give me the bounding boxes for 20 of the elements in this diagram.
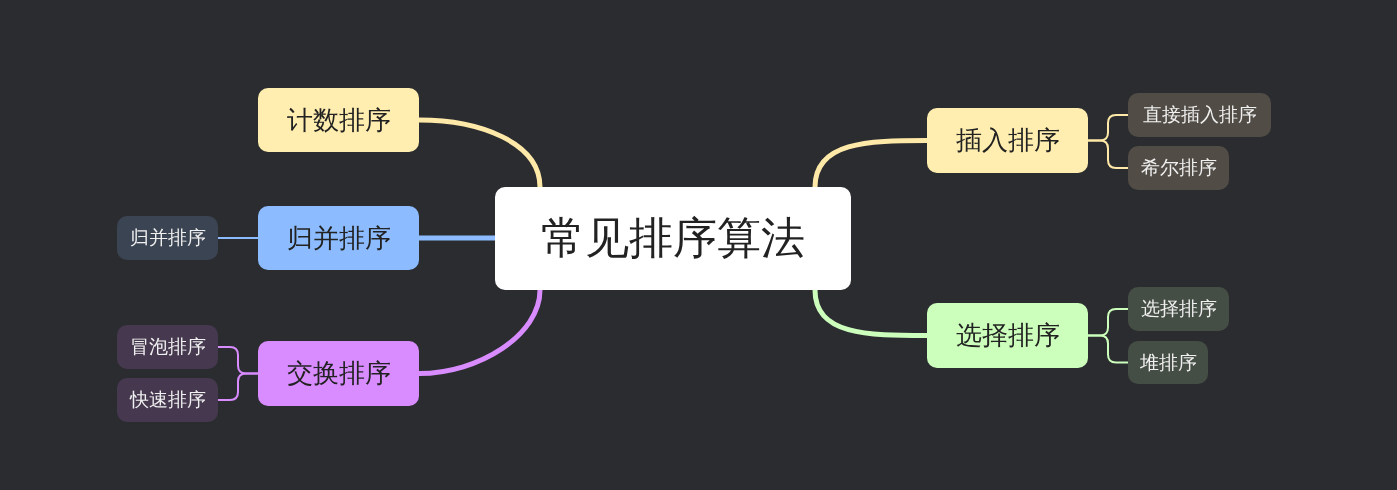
subtopic-box: 冒泡排序 [117, 325, 218, 369]
subtopic-box: 堆排序 [1128, 341, 1208, 384]
subtopic-box: 希尔排序 [1128, 146, 1229, 190]
branch-line [812, 138, 927, 188]
topic-box: 插入排序 [927, 108, 1088, 173]
topic-box: 归并排序 [258, 206, 419, 270]
branch-line [812, 289, 927, 338]
topic-box: 选择排序 [927, 303, 1088, 368]
branch-line [217, 237, 259, 239]
subtopic-box: 快速排序 [117, 378, 218, 422]
subtopic-box: 选择排序 [1128, 287, 1229, 331]
topic-box: 计数排序 [258, 88, 419, 152]
central-topic-box: 常见排序算法 [495, 187, 851, 290]
branch-line [418, 289, 543, 376]
topic-box: 交换排序 [258, 341, 419, 406]
branch-line [418, 117, 543, 188]
branch-line [419, 235, 495, 241]
subtopic-box: 直接插入排序 [1128, 93, 1271, 137]
subtopic-box: 归并排序 [117, 216, 218, 260]
branch-line [1087, 334, 1129, 364]
